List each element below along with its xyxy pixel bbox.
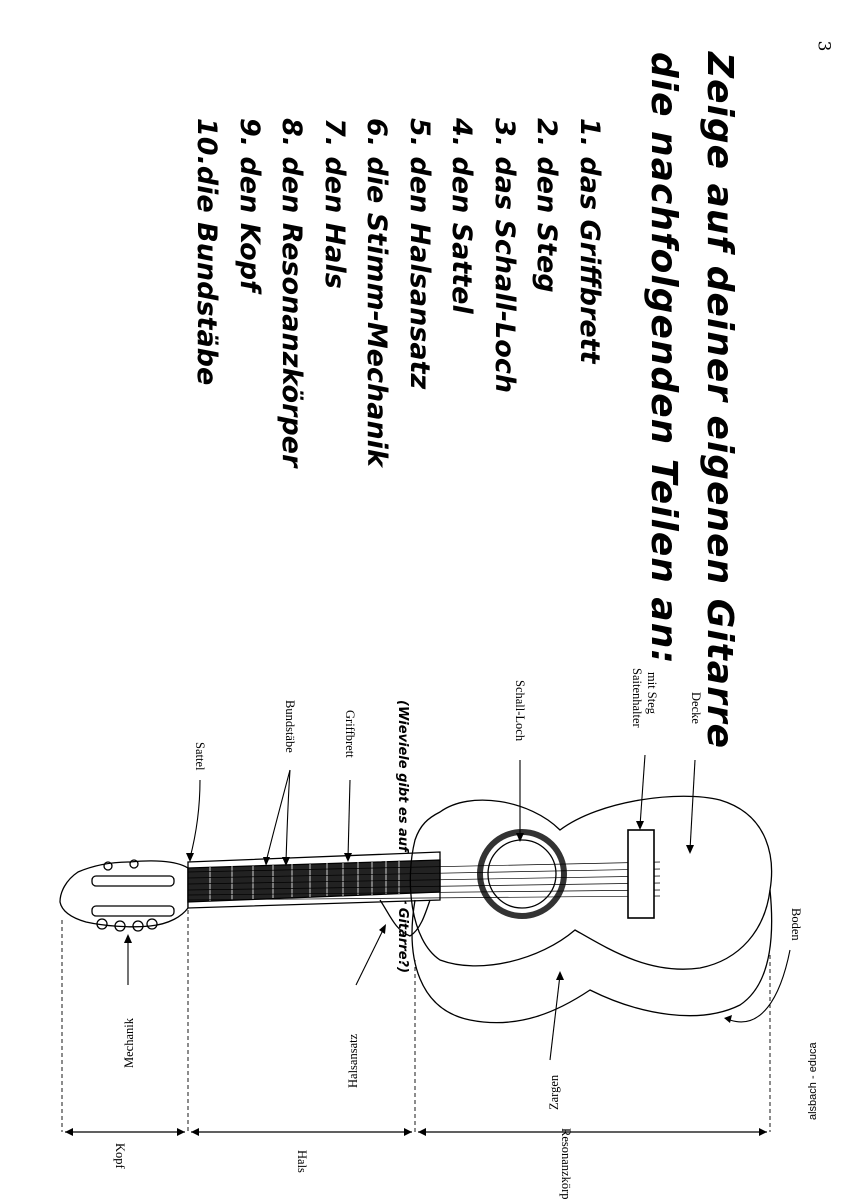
- label-zargen: Zargen: [547, 1074, 561, 1110]
- label-mechanik: Mechanik: [122, 1017, 136, 1068]
- bridge: [627, 829, 655, 919]
- neck-heel: [379, 899, 431, 937]
- tuning-peg-icons: [96, 859, 158, 932]
- label-boden: Boden: [789, 908, 803, 941]
- guitar-body: [409, 795, 773, 970]
- label-sattel: Sattel: [193, 742, 207, 771]
- label-kopf: Kopf: [113, 1143, 127, 1170]
- label-hals: Hals: [295, 1150, 309, 1173]
- guitar-head: [59, 860, 189, 928]
- label-halsansatz: Halsansatz: [346, 1033, 360, 1088]
- label-mit-steg: mit Steg: [645, 672, 659, 715]
- label-griffbrett: Griffbrett: [343, 710, 357, 758]
- label-bundstaebe: Bundstäbe: [283, 700, 297, 753]
- label-decke: Decke: [689, 692, 703, 724]
- label-schall-loch: Schall-Loch: [513, 680, 527, 742]
- label-resonanzkoerper: Resonanzkörper: [559, 1128, 573, 1200]
- label-saitenhalter: Saitenhalter: [630, 668, 644, 729]
- sound-hole: [477, 829, 567, 919]
- guitar-sides: [411, 889, 773, 1024]
